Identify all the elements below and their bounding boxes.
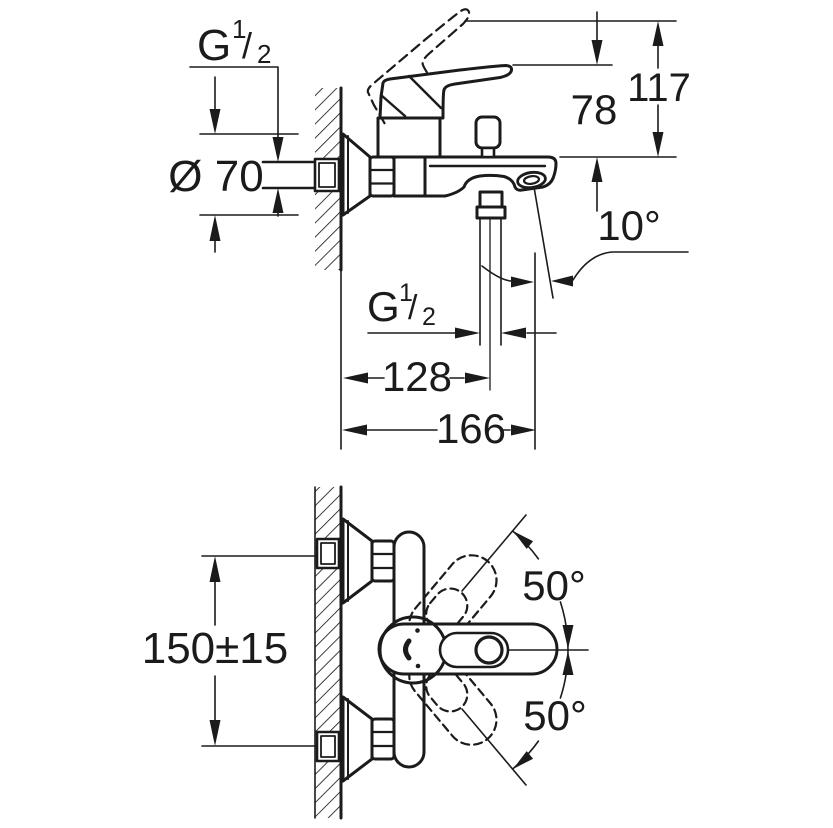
dim-spout-angle [481,251,689,288]
side-view [189,8,689,450]
thread-outlet-label-slash: / [408,289,418,327]
spout-outlet [516,170,547,190]
diverter-knob [474,115,502,150]
dim-label-wall-to-spout: 166 [436,405,506,452]
temperature-marker [403,638,412,661]
thread-wall-label-sup: 1 [232,14,246,44]
dim-label-swing-lower: 50° [523,692,587,739]
plan-view [201,485,589,820]
side-view-labels: G 1 / 2 Ø 70 78 117 10° G 1 / 2 128 166 [168,14,691,452]
dim-supply-spacing [201,555,317,747]
shower-outlet-neck [478,190,504,209]
dim-thread-wall [189,66,299,253]
dim-horizontals [342,327,557,436]
supply-pipe-stub [261,160,318,190]
dim-label-swing-upper: 50° [522,562,586,609]
thread-outlet-label-sub: 2 [422,303,436,331]
wall-union-square-lower [315,730,341,763]
shower-outlet-nut [475,205,507,220]
lever-raised-dashed [366,8,471,125]
spout-angle-line [533,186,554,299]
thread-wall-label-sub: 2 [257,39,271,69]
thread-wall-label-slash: / [242,25,252,66]
wall-hatch-plan [315,487,341,818]
cartridge-housing [376,116,442,159]
dim-heights [464,11,677,212]
mixer-body [392,155,427,198]
nut-lower [370,717,396,761]
dim-label-supply-spacing: 150±15 [142,624,289,673]
thread-outlet-label-main: G [367,283,400,330]
dim-label-lever-raised-height: 117 [627,66,691,110]
dim-label-escutcheon-diameter: Ø 70 [168,152,263,201]
dim-label-wall-to-outlet: 128 [382,353,452,400]
dim-label-spout-angle: 10° [597,202,661,249]
connection-nut [368,155,396,198]
thread-outlet-label-sup: 1 [399,279,413,307]
dim-label-lever-rest-height: 78 [571,86,618,133]
nut-upper [370,539,396,583]
plan-view-labels: 150±15 50° 50° [142,562,587,739]
wall-union-square-upper [315,537,341,570]
thread-wall-label-main: G [197,21,231,70]
lever-grip-circle [474,635,504,665]
dim-swivel-angles [461,514,589,786]
